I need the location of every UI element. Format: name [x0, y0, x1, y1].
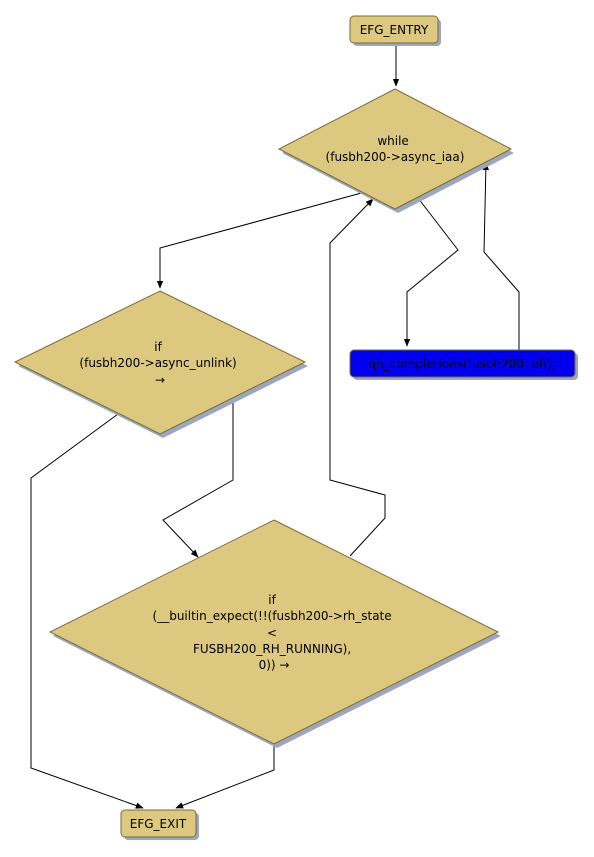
node-efg-exit[interactable]: EFG_EXIT — [120, 809, 199, 840]
if-expect-diamond — [48, 519, 500, 745]
edge-if-unlink-to-if-expect — [162, 400, 234, 558]
exit-box — [120, 809, 197, 838]
if-expect-label: if (__builtin_expect(!!(fusbh200->rh_sta… — [153, 593, 396, 672]
edge-if-expect-to-while — [329, 198, 386, 557]
entry-label: EFG_ENTRY — [360, 23, 429, 37]
node-if-expect[interactable]: if (__builtin_expect(!!(fusbh200->rh_sta… — [48, 519, 501, 748]
call-box — [349, 349, 576, 378]
while-diamond — [277, 88, 513, 210]
edge-while-to-if-unlink — [156, 191, 366, 289]
if-unlink-diamond — [13, 290, 307, 435]
edges — [30, 45, 520, 809]
node-qh-completions[interactable]: qh_completions(fusbh200, qh); — [349, 349, 578, 380]
call-label: qh_completions(fusbh200, qh); — [369, 357, 556, 371]
edge-call-to-while — [482, 162, 520, 350]
while-label: while (fusbh200->async_iaa) — [326, 134, 465, 164]
edge-if-expect-to-exit — [175, 744, 275, 809]
node-efg-entry[interactable]: EFG_ENTRY — [349, 15, 441, 46]
node-while[interactable]: while (fusbh200->async_iaa) — [277, 88, 514, 213]
entry-box — [349, 15, 439, 44]
exit-label: EFG_EXIT — [130, 817, 187, 831]
if-unlink-label: if (fusbh200->async_unlink) → — [79, 340, 240, 387]
node-if-unlink[interactable]: if (fusbh200->async_unlink) → — [13, 290, 308, 438]
edge-if-unlink-to-exit — [30, 413, 144, 809]
edge-while-to-call — [403, 197, 459, 347]
